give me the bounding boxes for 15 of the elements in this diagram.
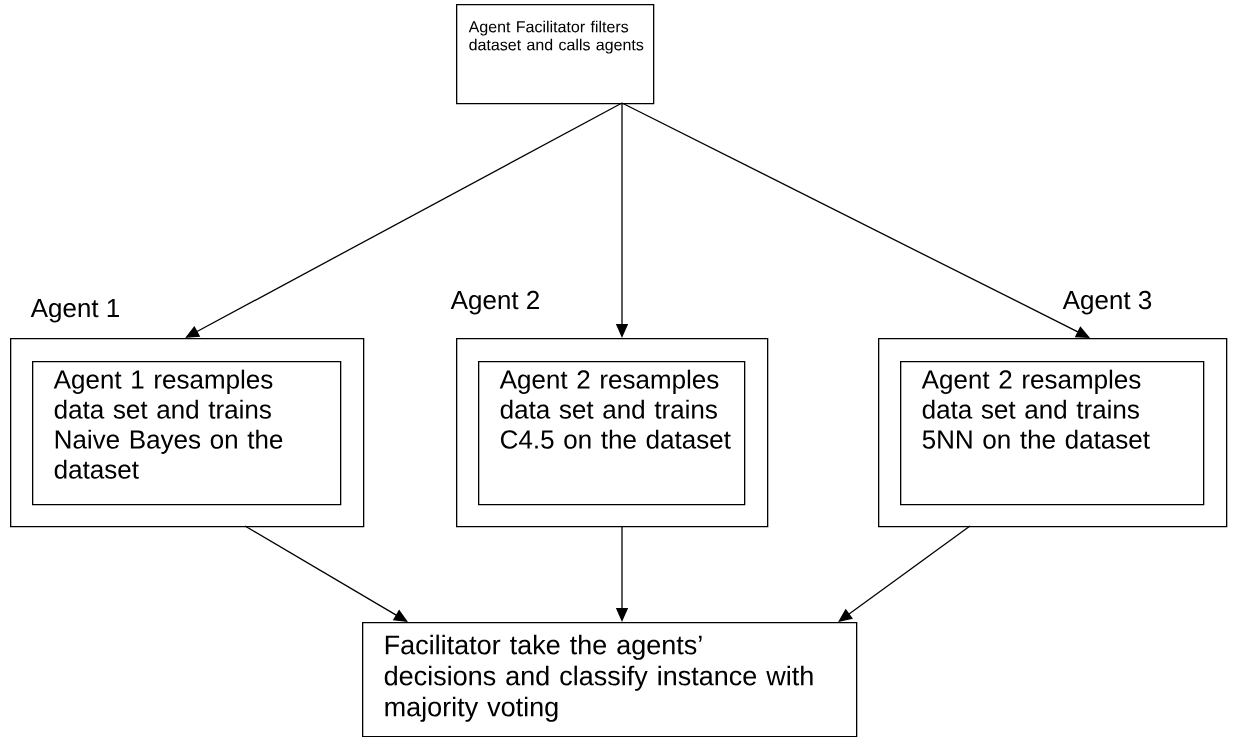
agent-box — [878, 338, 1228, 528]
arrow — [838, 525, 971, 622]
agent-heading: Agent 1 — [30, 299, 119, 323]
agent-box — [456, 338, 769, 528]
task-box: Agent 2 resamples data set and trains 5NN on the dataset — [900, 361, 1205, 506]
arrow — [621, 102, 1090, 338]
agent-box — [10, 338, 365, 528]
arrow — [185, 102, 623, 338]
task-box: Agent 2 resamples data set and trains C4.5 on the dataset — [478, 361, 746, 506]
process-box: Facilitator take the agents’ decisions and classify instance with majority voting — [362, 622, 858, 737]
arrow — [244, 525, 408, 622]
agent-heading: Agent 3 — [1062, 290, 1152, 315]
task-box: Agent 1 resamples data set and trains Naive Bayes on the dataset — [32, 361, 342, 506]
agent-heading: Agent 2 — [450, 290, 539, 315]
process-box: Agent Facilitator filters dataset and calls agents — [456, 4, 655, 105]
